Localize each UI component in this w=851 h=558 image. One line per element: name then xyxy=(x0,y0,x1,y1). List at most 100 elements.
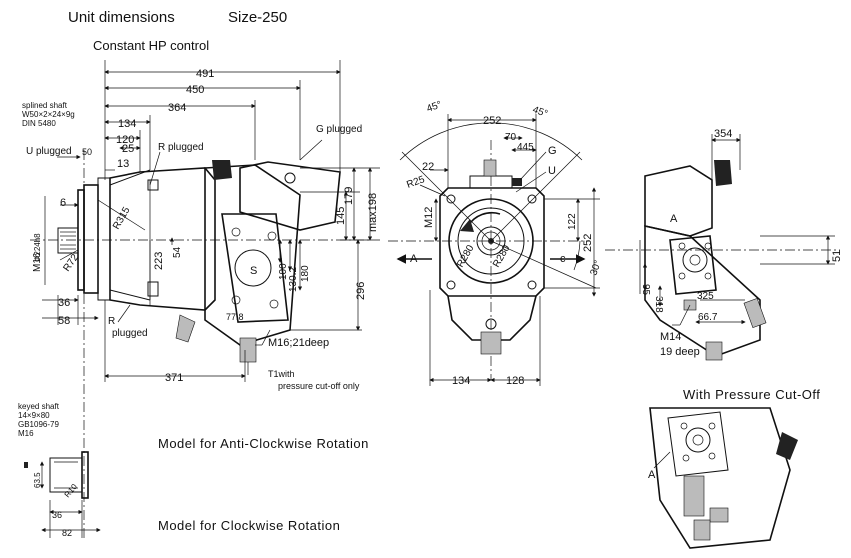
keyed-shaft-line4: M16 xyxy=(18,429,34,438)
dim-120: 120 xyxy=(116,134,134,146)
front-view: 45° 45° 252 70 445 22 R25 G U M12 122 25… xyxy=(388,99,604,387)
front-label-u: U xyxy=(548,165,556,177)
dim-36: 36 xyxy=(58,297,70,309)
adjust-screw-bottom xyxy=(175,314,196,343)
right-dim-325: 325 xyxy=(697,291,714,302)
label-plugged-bottom: plugged xyxy=(112,328,148,339)
front-angle-30: 30° xyxy=(588,259,604,277)
dim-6: 6 xyxy=(60,197,66,209)
splined-shaft-line2: W50×2×24×9g xyxy=(22,110,75,119)
cutoff-label-a: A xyxy=(648,469,656,481)
angle-arc xyxy=(399,122,583,161)
front-dim-252-right: 252 xyxy=(582,234,594,252)
dim-50: 50 xyxy=(82,147,92,157)
right-adjust-screw xyxy=(714,160,732,186)
front-dim-m12: M12 xyxy=(423,207,435,228)
rotation-arrow-anticlockwise xyxy=(467,211,501,227)
front-dim-22: 22 xyxy=(422,161,434,173)
label-r-plugged-top: R plugged xyxy=(158,142,204,153)
g-port xyxy=(284,172,296,184)
mounting-flange xyxy=(77,169,151,301)
r-plug-bottom xyxy=(147,281,159,297)
splined-shaft-line1: splined shaft xyxy=(22,101,67,110)
front-angle-45-left: 45° xyxy=(425,99,443,115)
pilot-circle xyxy=(448,198,534,284)
control-subtitle: Constant HP control xyxy=(93,38,210,53)
splined-shaft-label: splined shaft W50×2×24×9g DIN 5480 xyxy=(22,101,75,128)
front-g-fitting xyxy=(483,159,497,177)
keyed-dim-r: R10 xyxy=(63,482,80,499)
dim-179: 179 xyxy=(343,187,355,205)
label-g-plugged: G plugged xyxy=(316,124,362,135)
caption-anticlockwise: Model for Anti-Clockwise Rotation xyxy=(158,436,369,451)
dim-130: 130.2 xyxy=(288,267,299,292)
dim-371: 371 xyxy=(165,372,183,384)
front-label-g: G xyxy=(548,145,557,157)
right-label-m14: M14 xyxy=(660,331,681,343)
front-dim-70: 70 xyxy=(505,132,517,143)
cutoff-adjust-screw xyxy=(776,432,798,460)
splined-shaft xyxy=(57,227,79,254)
pressure-cutoff-view: A xyxy=(648,407,798,549)
keyed-shaft-line3: GB1096-79 xyxy=(18,420,59,429)
dim-m16: M16 xyxy=(32,252,43,272)
keyed-shaft-line2: 14×9×80 xyxy=(18,411,50,420)
dim-100: 100 xyxy=(278,263,289,280)
front-dim-r280-b: R280 xyxy=(491,243,513,270)
front-angle-45-right: 45° xyxy=(531,104,549,120)
splined-shaft-line3: DIN 5480 xyxy=(22,119,56,128)
flange-bolt-tr xyxy=(527,194,537,204)
right-view: 354 A 51 95 318 325 66.7 M14 19 deep xyxy=(605,128,843,361)
port-plate xyxy=(221,213,289,323)
unit-dimensions-title: Unit dimensions xyxy=(68,9,175,26)
dim-58: 58 xyxy=(58,315,70,327)
t1-port xyxy=(239,337,257,363)
keyed-shaft-label: keyed shaft 14×9×80 GB1096-79 M16 xyxy=(18,402,59,438)
front-label-a: A xyxy=(410,253,418,265)
keyed-dim-36: 36 xyxy=(52,510,62,520)
front-bottom-fitting xyxy=(480,331,502,355)
front-dim-134: 134 xyxy=(452,375,470,387)
right-dim-51: 51 xyxy=(831,250,843,262)
right-dim-318: 318 xyxy=(653,296,664,313)
front-label-c: c xyxy=(560,253,566,265)
label-m16-21deep: M16;21deep xyxy=(268,337,329,349)
right-lower-screw xyxy=(743,298,767,328)
right-dimension-texts: 354 A 51 95 318 325 66.7 M14 19 deep xyxy=(640,128,843,358)
dim-77-8: 77.8 xyxy=(226,312,244,322)
keyed-dim-63-5: 63.5 xyxy=(33,472,42,488)
label-u-plugged: U plugged xyxy=(26,146,72,157)
keyed-shaft-flange xyxy=(81,451,89,499)
right-control-block xyxy=(644,165,713,237)
dim-364: 364 xyxy=(168,102,186,114)
label-pressure-cutoff-only: pressure cut-off only xyxy=(278,381,360,391)
label-s: S xyxy=(250,265,257,277)
dim-223: 223 xyxy=(153,252,165,270)
label-r-bottom: R xyxy=(108,316,115,327)
dim-54: 54 xyxy=(172,246,183,258)
cutoff-housing xyxy=(649,407,791,549)
caption-pressure-cutoff: With Pressure Cut-Off xyxy=(683,387,821,402)
suction-port-s xyxy=(234,249,272,287)
flange-bolt-tl xyxy=(446,194,456,204)
label-t1-with: T1with xyxy=(268,369,295,379)
keyed-shaft-view: 63.5 36 82 R10 xyxy=(24,451,101,538)
side-view: 491 450 364 134 120 25 13 50 6 36 58 371… xyxy=(26,60,380,540)
right-port-a xyxy=(682,247,708,273)
front-dim-252-top: 252 xyxy=(483,115,501,127)
side-dimension-texts: 491 450 364 134 120 25 13 50 6 36 58 371… xyxy=(26,68,379,391)
dim-296: 296 xyxy=(355,282,367,300)
shaft-end xyxy=(476,226,506,256)
right-housing xyxy=(644,225,761,357)
keyed-dim-82: 82 xyxy=(62,528,72,538)
right-label-a: A xyxy=(670,213,678,225)
dim-145: 145 xyxy=(335,207,347,225)
right-dim-66-7: 66.7 xyxy=(698,312,718,323)
dim-180: 180 xyxy=(300,265,311,282)
front-dim-122: 122 xyxy=(567,213,578,230)
adjust-screw-top xyxy=(212,160,232,180)
keyed-shaft-line1: keyed shaft xyxy=(18,402,59,411)
front-dimension-texts: 45° 45° 252 70 445 22 R25 G U M12 122 25… xyxy=(405,99,604,387)
cylinder-body xyxy=(204,164,301,346)
